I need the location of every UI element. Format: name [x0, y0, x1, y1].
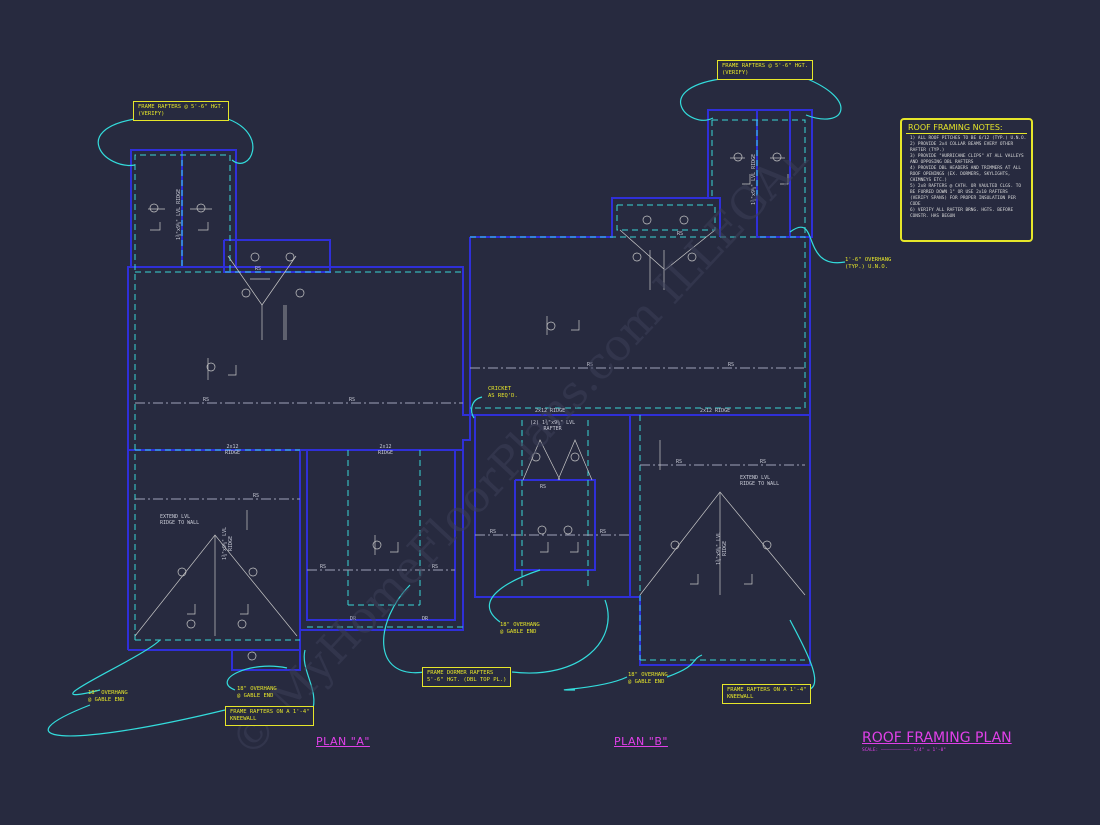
plan-b-ridge-right: 2x12 RIDGE: [700, 408, 731, 414]
note-item: 5) 2x8 RAFTERS @ CATH. OR VAULTED CLGS. …: [910, 184, 1022, 207]
rs-label: RS: [676, 459, 682, 465]
rs-label: RS: [677, 231, 683, 237]
rafter-tags: [149, 152, 782, 661]
direction-arrows: [148, 157, 785, 555]
plan-b-outline: [469, 109, 813, 666]
plan-a-ridge-mid: 2x12 RIDGE: [378, 444, 394, 456]
plan-b-lvl-rafter: (2) 1¾"x9¼" LVL RAFTER: [530, 420, 576, 432]
plan-a-dashed: [134, 154, 463, 641]
rs-label: RS: [600, 529, 606, 535]
plan-a-overhang-left: 18" OVERHANG @ GABLE END: [88, 690, 128, 703]
rs-label: RS: [349, 397, 355, 403]
plan-a-extend-lvl: EXTEND LVL RIDGE TO WALL: [160, 514, 200, 526]
rs-label: RS: [253, 493, 259, 499]
rs-label: RS: [728, 362, 734, 368]
rs-label: RS: [587, 362, 593, 368]
plan-b-title: PLAN "B": [614, 735, 668, 748]
plan-a-title: PLAN "A": [316, 735, 370, 748]
rs-labels: RS RS RS RS RS RS RS RS RS RS RS RS RS R…: [203, 231, 766, 622]
rs-label: RS: [320, 564, 326, 570]
rs-label: RS: [203, 397, 209, 403]
note-item: 6) VERIFY ALL RAFTER BRNG. HGTS. BEFORE …: [910, 208, 1014, 219]
note-item: 1) ALL ROOF PITCHES TO BE 6/12 (TYP.) U.…: [910, 136, 1027, 141]
plan-b-extend-lvl: EXTEND LVL RIDGE TO WALL: [740, 475, 780, 487]
notes-divider: [906, 133, 1027, 134]
scale-label: SCALE: ——————————— 1/4" = 1'-0": [862, 748, 946, 753]
plan-b-ridge-left: 2x12 RIDGE: [535, 408, 566, 414]
note-item: 3) PROVIDE "HURRICANE CLIPS" AT ALL VALL…: [910, 154, 1024, 165]
pitch-symbols: [150, 174, 789, 615]
note-item: 4) PROVIDE DBL HEADERS AND TRIMMERS AT A…: [910, 166, 1022, 183]
plan-a-callout-kneewall: FRAME RAFTERS ON A 1'-4" KNEEWALL: [225, 706, 315, 726]
rs-label: RS: [490, 529, 496, 535]
plan-b-callout-kneewall: FRAME RAFTERS ON A 1'-4" KNEEWALL: [722, 684, 812, 704]
plan-b-lvl-ridge-gable: 1¾"x9¼" LVL RIDGE: [716, 531, 728, 565]
plan-a-ridges: [134, 255, 463, 637]
plan-b-callout-overhang-side: 1'-6" OVERHANG (TYP.) U.N.O.: [845, 257, 892, 270]
note-item: 2) PROVIDE 2x4 COLLAR BEAMS EVERY OTHER …: [910, 142, 1014, 153]
plan-b-callout-cricket: CRICKET AS REQ'D.: [488, 386, 518, 399]
dr-label: DR: [422, 616, 429, 622]
plan-b-callout-top: FRAME RAFTERS @ 5'-6" HGT. (VERIFY): [717, 60, 814, 80]
rs-label: RS: [540, 484, 546, 490]
plan-a-ridge-left: 2x12 RIDGE: [225, 444, 241, 456]
plan-a-lvl-ridge-label: 1¾"x9¼" LVL RIDGE: [176, 189, 182, 240]
rs-label: RS: [760, 459, 766, 465]
plan-a-overhang-mid: 18" OVERHANG @ GABLE END: [237, 686, 277, 699]
notes-list: 1) ALL ROOF PITCHES TO BE 6/12 (TYP.) U.…: [902, 136, 1031, 220]
roof-framing-plan-title: ROOF FRAMING PLAN: [862, 730, 1012, 746]
rs-label: RS: [432, 564, 438, 570]
notes-heading: ROOF FRAMING NOTES:: [908, 123, 1003, 132]
plan-a-lvl-ridge-gable: 1¾"x9¼" LVL RIDGE: [222, 526, 234, 560]
roof-framing-notes: ROOF FRAMING NOTES: 1) ALL ROOF PITCHES …: [900, 118, 1033, 242]
leader-lines: [47, 77, 846, 737]
plan-b-ridges: [470, 229, 806, 596]
plan-a-callout-dormer: FRAME DORMER RAFTERS 5'-6" HGT. (DBL TOP…: [422, 667, 512, 687]
plan-b-overhang-mid: 18" OVERHANG @ GABLE END: [500, 622, 540, 635]
plan-a-callout-top: FRAME RAFTERS @ 5'-6" HGT. (VERIFY): [133, 101, 230, 121]
rs-label: RS: [255, 266, 261, 272]
plan-b-lvl-ridge-label: 1¾"x9¼" LVL RIDGE: [751, 154, 757, 205]
plan-a-outline: [127, 149, 471, 671]
dr-label: DR: [350, 616, 357, 622]
plan-b-overhang-right: 18" OVERHANG @ GABLE END: [628, 672, 668, 685]
